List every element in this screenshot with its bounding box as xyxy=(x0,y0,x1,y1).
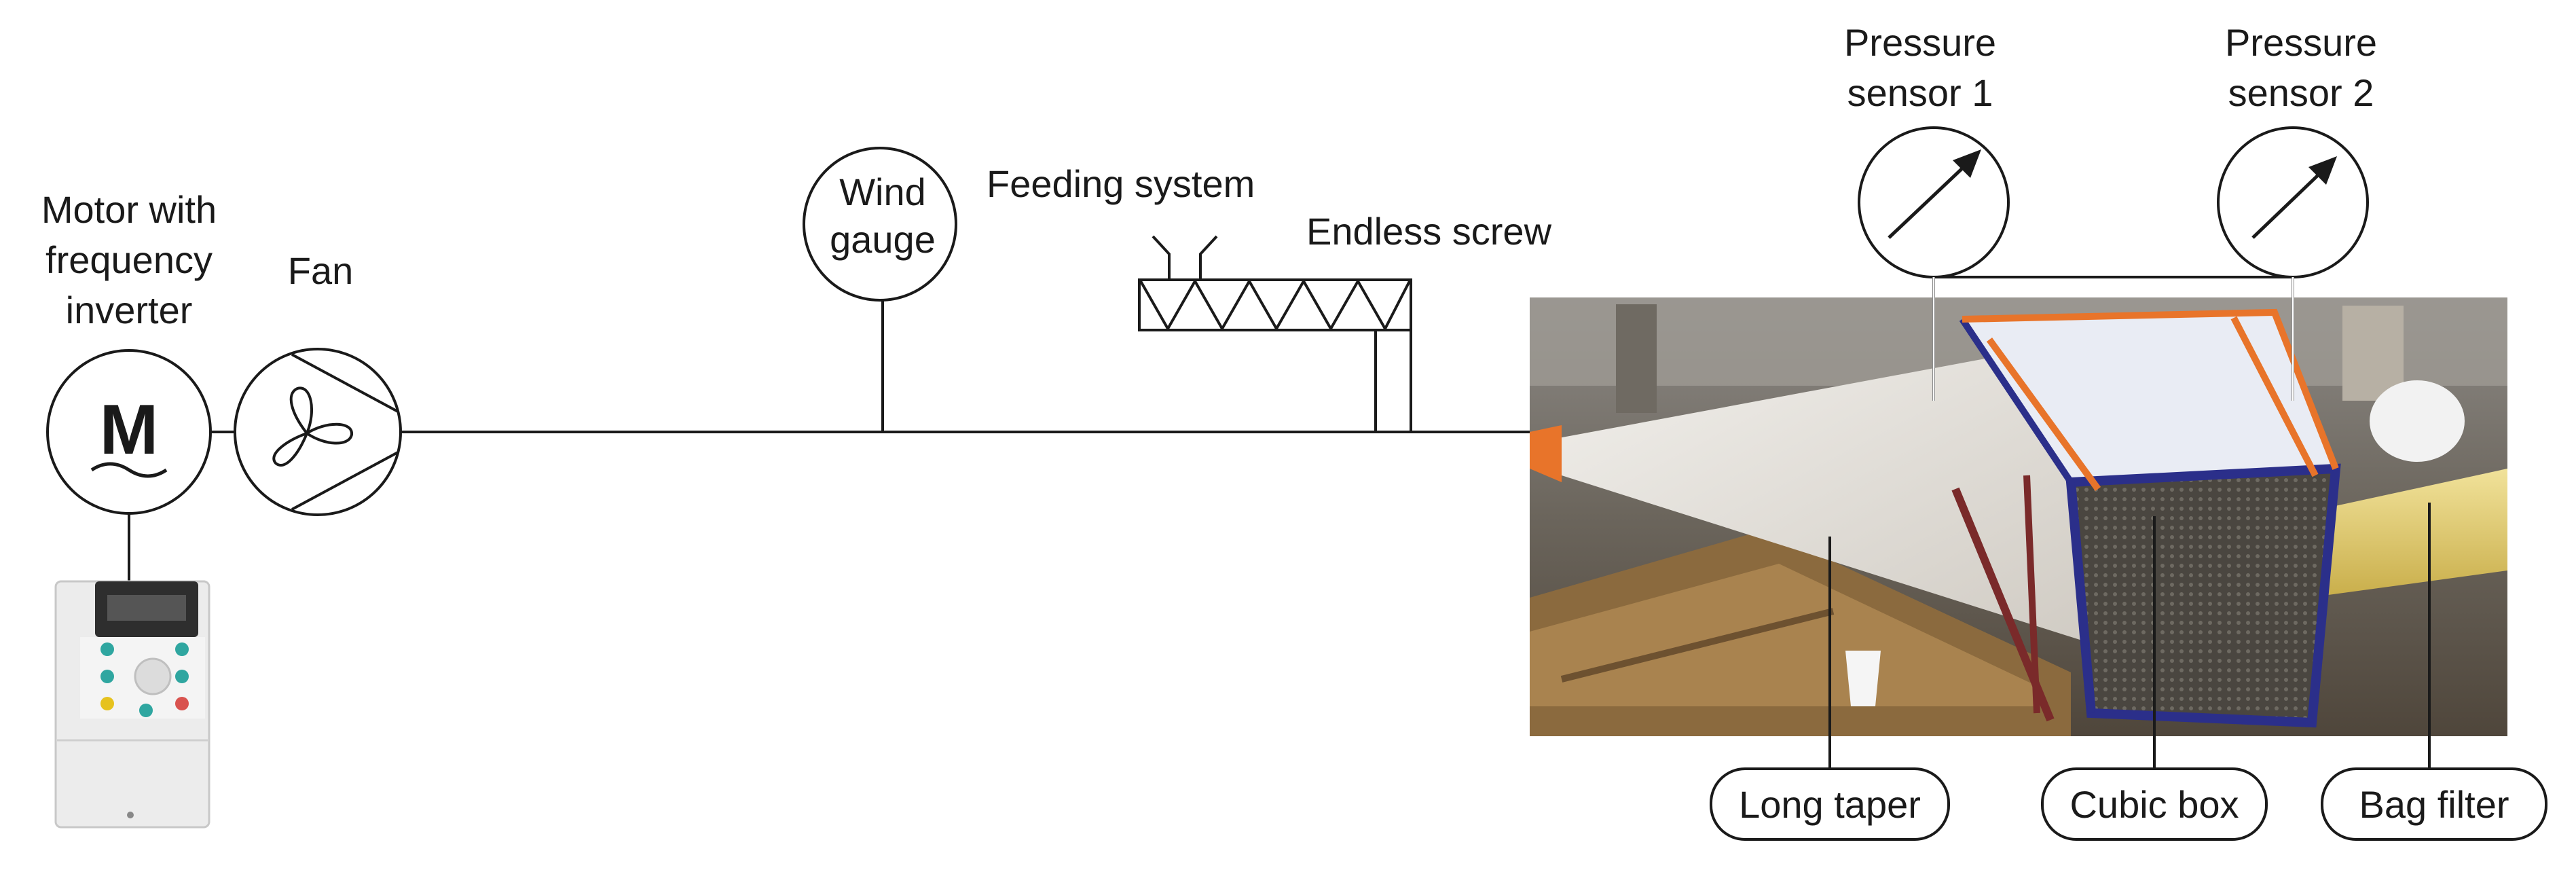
rig-photo xyxy=(1530,297,2507,736)
svg-text:Pressure: Pressure xyxy=(2225,21,2377,64)
endless-screw-label: Endless screw xyxy=(1306,210,1552,253)
white-bucket xyxy=(2370,380,2465,462)
pressure-sensor-1-gauge xyxy=(1858,126,2010,278)
inverter-display xyxy=(107,595,186,621)
gauge-needle-arrow-icon xyxy=(2308,156,2337,185)
svg-text:Motor with: Motor with xyxy=(41,188,217,231)
motor-letter: M xyxy=(100,391,159,469)
motor-symbol: M xyxy=(46,349,212,515)
fan-symbol xyxy=(234,348,402,516)
inverter-button-icon xyxy=(175,642,189,656)
pressure-sensor-2-gauge xyxy=(2217,126,2369,278)
fan-label: Fan xyxy=(288,249,354,292)
inverter-button-icon xyxy=(175,697,189,710)
svg-text:Wind: Wind xyxy=(839,170,926,213)
wind-gauge: Wind gauge xyxy=(803,147,957,432)
screw-outlet-pipe xyxy=(1374,329,1412,433)
svg-text:Pressure: Pressure xyxy=(1844,21,1996,64)
frequency-inverter-device xyxy=(54,580,210,829)
endless-screw-symbol xyxy=(1138,278,1412,433)
svg-text:Bag filter: Bag filter xyxy=(2359,783,2509,826)
feeding-hopper-icon xyxy=(1152,235,1218,280)
svg-text:Long taper: Long taper xyxy=(1739,783,1921,826)
taper-inlet xyxy=(1530,425,1562,482)
callout-lines xyxy=(1828,503,2431,769)
inverter-button-icon xyxy=(100,697,114,710)
svg-text:inverter: inverter xyxy=(66,289,193,331)
svg-text:frequency: frequency xyxy=(45,238,213,281)
bag-filter-label: Bag filter xyxy=(2321,767,2547,841)
pressure-sensor-1-label: Pressure sensor 1 xyxy=(1844,21,1996,114)
inverter-button-icon xyxy=(100,642,114,656)
cubic-box-mesh xyxy=(2071,469,2336,723)
inverter-button-icon xyxy=(139,704,153,717)
long-taper-label: Long taper xyxy=(1710,767,1950,841)
fan-blades-icon xyxy=(272,386,353,467)
svg-text:gauge: gauge xyxy=(830,218,936,261)
svg-text:sensor 1: sensor 1 xyxy=(1847,71,1993,114)
inverter-button-icon xyxy=(175,670,189,683)
cubic-box-label: Cubic box xyxy=(2041,767,2268,841)
inverter-dial-icon xyxy=(134,657,172,695)
motor-ac-wave-icon xyxy=(90,462,168,478)
gauge-needle-arrow-icon xyxy=(1953,149,1981,178)
bag-filter-shape xyxy=(2288,469,2507,598)
svg-text:Cubic box: Cubic box xyxy=(2069,783,2239,826)
feeding-system-label: Feeding system xyxy=(987,162,1255,205)
motor-label: Motor with frequency inverter xyxy=(41,188,217,331)
cubic-box-top xyxy=(1962,312,2336,482)
long-taper-shape xyxy=(1533,348,2118,652)
pressure-sensor-2-label: Pressure sensor 2 xyxy=(2225,21,2377,114)
inverter-button-icon xyxy=(100,670,114,683)
svg-text:sensor 2: sensor 2 xyxy=(2228,71,2374,114)
